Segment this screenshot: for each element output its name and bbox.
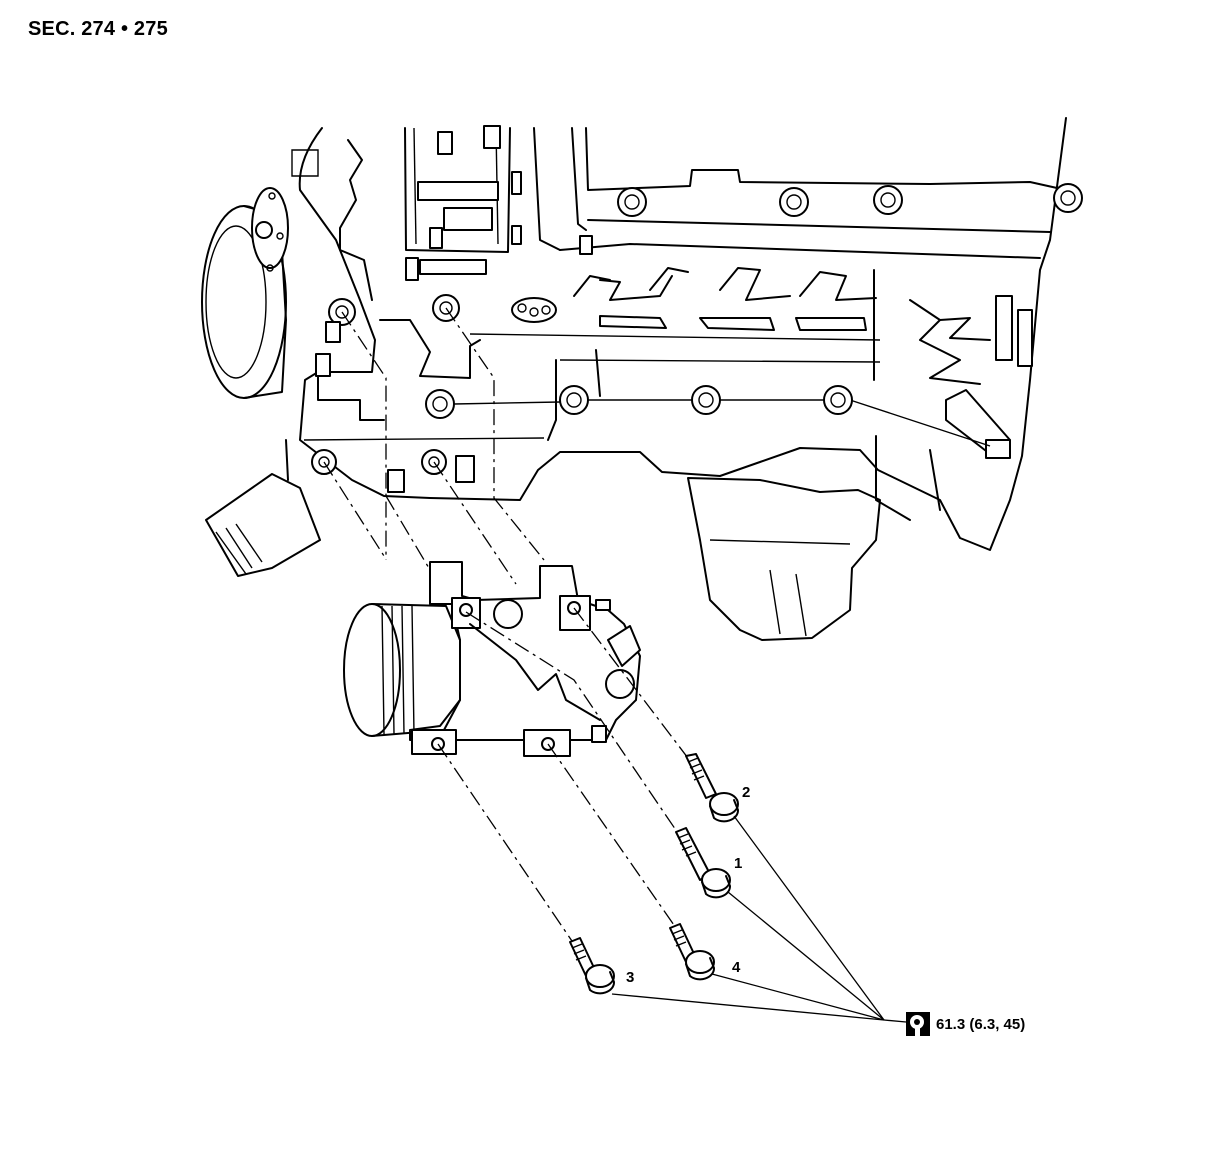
alignment-lines-upper xyxy=(323,307,545,585)
oil-pan xyxy=(687,435,941,641)
callout-label-1: 1 xyxy=(734,855,742,872)
torque-wrench-icon xyxy=(906,1012,930,1036)
bolt-1 xyxy=(675,827,732,899)
crank-pulley xyxy=(201,187,289,399)
callout-label-4: 4 xyxy=(732,959,741,976)
bolt-4 xyxy=(669,923,716,981)
oil-filter-fitting xyxy=(205,439,321,577)
leader-lines xyxy=(611,815,907,1023)
bolt-3 xyxy=(569,937,616,995)
callout-label-2: 2 xyxy=(742,784,750,801)
section-reference: SEC. 274 • 275 xyxy=(28,18,168,40)
ac-compressor xyxy=(343,561,641,757)
engine-block xyxy=(291,117,1083,551)
head-bolts xyxy=(617,183,1083,217)
alignment-lines-lower xyxy=(437,607,695,945)
bolt-2 xyxy=(685,753,740,823)
callout-label-3: 3 xyxy=(626,969,634,986)
torque-spec: 61.3 (6.3, 45) xyxy=(936,1016,1025,1033)
